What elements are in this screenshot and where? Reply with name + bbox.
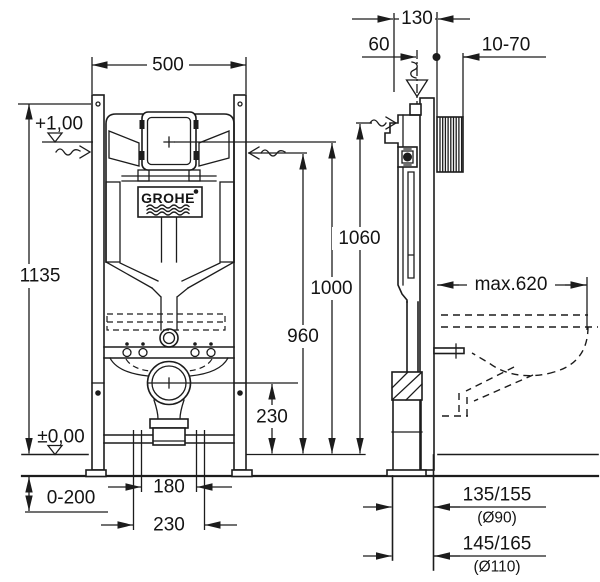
- filling-valve: [397, 146, 418, 168]
- dim-level-zero: ±0,00: [37, 427, 84, 448]
- dim-level-plus: +1,00: [35, 114, 83, 135]
- brand-label: GROHE: [141, 190, 195, 206]
- dim-drain110: 145/165: [463, 534, 532, 555]
- registered-mark-icon: [193, 189, 199, 194]
- dim-supply-offset: 60: [368, 35, 389, 56]
- wall-fixing-arrow-right-icon: [247, 146, 286, 160]
- dimension-labels: 500 1135 +1,00 ±0,00 0-200 180 230 230 9…: [20, 8, 548, 576]
- grohe-logo: GROHE: [137, 186, 203, 218]
- leg-lock-screw: [95, 390, 101, 396]
- dim-front-width: 500: [152, 55, 184, 76]
- dim-pan-depth: max.620: [475, 274, 548, 295]
- level-mark-icon: [46, 132, 64, 144]
- dim-drain90: 135/155: [463, 485, 532, 506]
- pan-stud: [433, 347, 465, 355]
- dim-front-height: 1135: [20, 266, 61, 287]
- side-foot: [386, 469, 427, 477]
- dim-h-top: 1060: [338, 228, 380, 249]
- front-view: GROHE: [85, 94, 253, 478]
- cistern-side: [384, 114, 421, 303]
- wall-bracket: [436, 116, 464, 173]
- side-view: [384, 12, 465, 571]
- wc-fixing-studs: [122, 342, 216, 358]
- wc-pan-outline: [441, 314, 598, 417]
- level-mark-icon: [46, 444, 64, 456]
- dim-wall-gap: 10-70: [482, 35, 531, 56]
- label-backgrounds: [17, 8, 555, 428]
- outlet-socket-flange: [149, 418, 189, 429]
- floor-lines: [20, 453, 600, 513]
- dim-drain90-dia: (Ø90): [477, 510, 517, 527]
- wall-anchor-dot: [432, 53, 441, 61]
- annotations: [42, 116, 398, 456]
- dim-outlet-height: 230: [256, 407, 288, 428]
- left-rail: [91, 94, 105, 471]
- right-rail: [233, 94, 247, 471]
- dim-outlet-inner: 180: [153, 477, 185, 498]
- leg-lock-screw: [237, 390, 243, 396]
- dim-outlet-outer: 230: [153, 515, 185, 536]
- left-foot: [85, 469, 107, 478]
- dim-top-offset: 130: [401, 8, 433, 29]
- outlet-socket: [152, 427, 186, 446]
- flush-pipe-union: [159, 328, 179, 348]
- dimension-lines: [25, 15, 587, 560]
- dim-drain110-dia: (Ø110): [473, 559, 520, 576]
- wall-fixing-arrow-side-icon: [369, 116, 398, 130]
- wall-fixing-arrow-left-icon: [55, 145, 92, 159]
- right-foot: [231, 469, 253, 478]
- dim-leg-range: 0-200: [47, 488, 96, 509]
- dim-h-supply: 960: [287, 326, 319, 347]
- water-supply-icon: [405, 50, 429, 104]
- dim-h-center: 1000: [310, 278, 352, 299]
- side-rail: [419, 97, 435, 471]
